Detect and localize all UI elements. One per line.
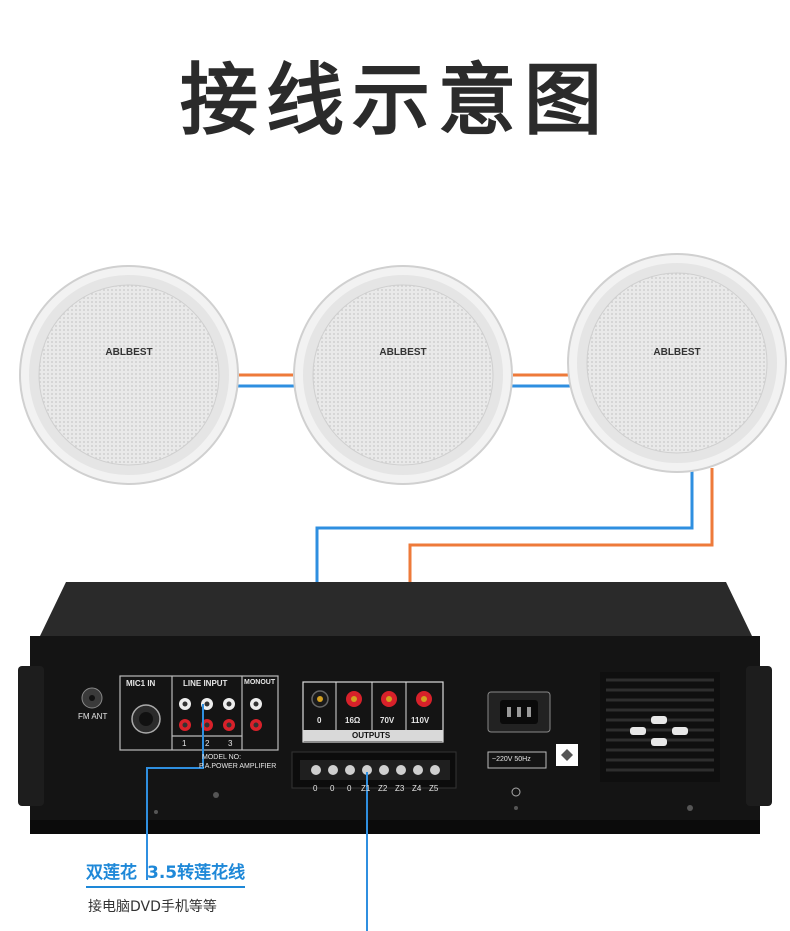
cable-sub-label: 3.5转莲花线	[147, 863, 246, 883]
ceiling-speaker-left: ABLBEST	[18, 264, 240, 490]
connect-description: 接电脑DVD手机等等	[88, 899, 217, 915]
outputs-title: OUTPUTS	[352, 731, 391, 740]
ceiling-speaker-middle: ABLBEST	[292, 264, 514, 490]
terminal-label-2: 0	[330, 784, 335, 793]
model-desc-label: P.A.POWER AMPLIFIER	[199, 763, 277, 770]
ceiling-speaker-right: ABLBEST	[566, 252, 788, 478]
line-number-1: 1	[182, 739, 187, 748]
power-rating-label: ~220V 50Hz	[492, 756, 531, 763]
svg-text:ABLBEST: ABLBEST	[379, 347, 426, 358]
terminal-label-z1: Z1	[361, 784, 371, 793]
terminal-label-z2: Z2	[378, 784, 388, 793]
line-number-2: 2	[205, 739, 210, 748]
svg-text:ABLBEST: ABLBEST	[653, 347, 700, 358]
line-input-jacks	[179, 698, 262, 731]
mono-out-label: MONOUT	[244, 679, 276, 686]
terminal-label-3: 0	[347, 784, 352, 793]
terminal-screws	[311, 765, 440, 775]
model-no-label: MODEL NO:	[202, 754, 242, 761]
fm-ant-label: FM ANT	[78, 712, 108, 721]
mic1-in-label: MIC1 IN	[126, 679, 156, 688]
cable-label-underline	[86, 886, 246, 888]
cable-main-label: 双莲花	[86, 863, 137, 883]
terminal-label-1: 0	[313, 784, 318, 793]
output-binding-posts	[311, 690, 432, 708]
output-label-70v: 70V	[380, 716, 395, 725]
output-label-110v: 110V	[411, 716, 430, 725]
terminal-label-z3: Z3	[395, 784, 405, 793]
line-input-label: LINE INPUT	[183, 679, 228, 688]
amplifier	[18, 582, 772, 834]
speaker-brand-logo: ABLBEST	[105, 347, 152, 358]
line-number-3: 3	[228, 739, 233, 748]
line-input-wire	[146, 704, 204, 880]
page-title: 接线示意图	[179, 56, 610, 146]
terminal-label-z4: Z4	[412, 784, 422, 793]
terminal-label-z5: Z5	[429, 784, 439, 793]
output-label-0: 0	[317, 716, 322, 725]
cable-label: 双莲花 3.5转莲花线	[86, 858, 246, 888]
output-label-16ohm: 16Ω	[345, 716, 361, 725]
